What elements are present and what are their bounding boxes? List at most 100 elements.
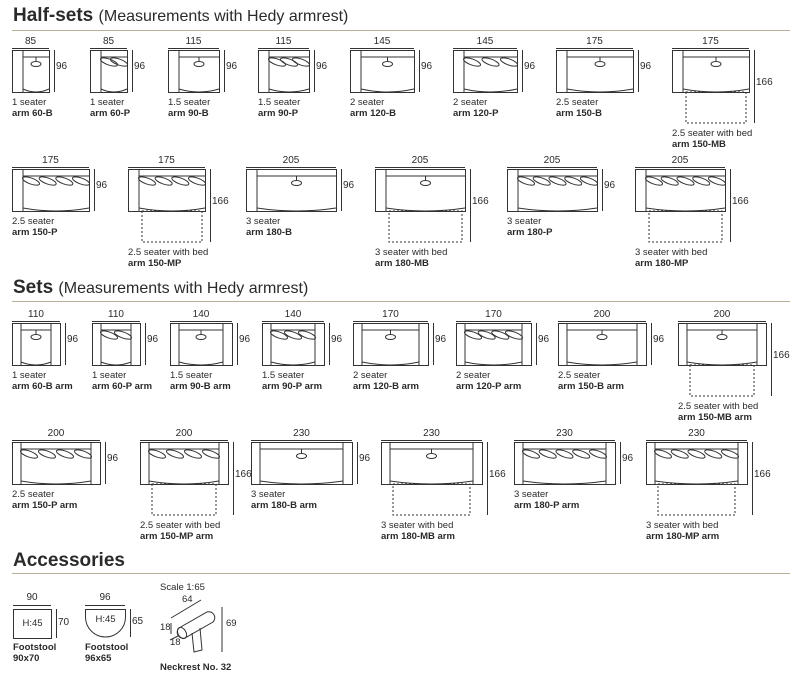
module-type: 1 seater (12, 97, 47, 108)
sofa-outline (251, 442, 353, 485)
width-dimension: 85 (102, 36, 115, 47)
dimension-line (556, 48, 633, 49)
width-dimension: 175 (702, 36, 719, 47)
dimension-line (132, 50, 133, 92)
width-dimension: 175 (42, 155, 59, 166)
width-dimension: 145 (476, 36, 494, 47)
module-type: 3 seater with bed (381, 520, 454, 531)
module-code: arm 90-P (258, 108, 299, 119)
dimension-line (12, 321, 60, 322)
module-type: 2.5 seater with bed (672, 128, 753, 139)
height-dimension: 96 (107, 453, 119, 464)
dimension-line (558, 321, 646, 322)
dimension-line (672, 48, 749, 49)
dimension-line (85, 605, 125, 606)
dimension-line (341, 169, 342, 211)
module-type: 2.5 seater (12, 489, 55, 500)
dimension-line (507, 167, 597, 168)
module-code: arm 60-P (90, 108, 131, 119)
module-type: 3 seater with bed (646, 520, 719, 531)
dimension-line (357, 442, 358, 484)
width-dimension: 205 (543, 155, 561, 166)
footstool-round-shape (85, 609, 126, 638)
length-dimension: 64 (182, 594, 193, 605)
module-code: arm 120-P arm (456, 381, 522, 392)
sofa-outline (507, 169, 599, 212)
height-dimension: 166 (489, 468, 506, 480)
dimension-line (514, 440, 615, 441)
height-dimension: 166 (212, 195, 229, 207)
dimension-line (456, 321, 531, 322)
dimension-line (12, 167, 89, 168)
dimension-line (536, 323, 537, 365)
sofa-outline (456, 323, 532, 366)
module-type: 1.5 seater (168, 97, 211, 108)
dimension-line (635, 167, 725, 168)
module-code: arm 150-MP (128, 258, 182, 269)
dimension-line (128, 167, 205, 168)
scale-label: Scale 1:65 (160, 582, 205, 593)
module-code: arm 150-MB arm (678, 412, 752, 423)
sofa-outline (12, 50, 50, 93)
module-type: 2.5 seater (12, 216, 55, 227)
dimension-line (314, 50, 315, 92)
dimension-line (433, 323, 434, 365)
width-dimension: 170 (485, 309, 502, 320)
module-code: arm 180-MP arm (646, 531, 720, 542)
dimension-line (350, 48, 414, 49)
sets-heading: Sets (Measurements with Hedy armrest) (13, 277, 309, 298)
dimension-line (105, 442, 106, 484)
dimension-line (210, 169, 211, 242)
width-dimension: 200 (47, 428, 65, 439)
sofa-outline (12, 323, 61, 366)
dimension-line (246, 167, 336, 168)
dimension-line (651, 323, 652, 365)
module-code: arm 180-MP (635, 258, 689, 269)
width-dimension: 110 (28, 309, 44, 320)
dimension-line (602, 169, 603, 211)
height-dimension: 96 (421, 61, 433, 72)
module-type: 3 seater with bed (635, 247, 708, 258)
module-code: arm 90-B arm (170, 381, 231, 392)
width-dimension: 205 (282, 155, 300, 166)
width-dimension: 205 (671, 155, 689, 166)
height-dimension: 96 (56, 61, 68, 72)
dimension-line (12, 440, 100, 441)
height-dimension: 96 (316, 61, 328, 72)
dimension-line (251, 440, 352, 441)
height-dimension: 70 (58, 617, 70, 628)
height-dimension: 96 (435, 334, 447, 345)
dimension-line (56, 609, 57, 638)
module-type: 2.5 seater with bed (678, 401, 759, 412)
module-code: arm 120-B arm (353, 381, 420, 392)
module-code: arm 150-B (556, 108, 602, 119)
dimension-line (140, 440, 228, 441)
sofa-outline (453, 50, 519, 93)
width-dimension: 200 (713, 309, 731, 320)
dimension-line (419, 50, 420, 92)
width-dimension: 230 (423, 428, 440, 439)
module-code: arm 60-P arm (92, 381, 153, 392)
width-dimension: 110 (108, 309, 124, 320)
module-type: 3 seater (246, 216, 281, 227)
module-type: 2 seater (350, 97, 385, 108)
module-code: arm 150-MP arm (140, 531, 214, 542)
module-type: 1.5 seater (262, 370, 305, 381)
sofa-outline (381, 442, 483, 516)
dimension-line (13, 605, 51, 606)
height-dimension: 96 (640, 61, 652, 72)
module-code: arm 180-B arm (251, 500, 318, 511)
sofa-outline (558, 323, 647, 366)
dimension-line (329, 323, 330, 365)
